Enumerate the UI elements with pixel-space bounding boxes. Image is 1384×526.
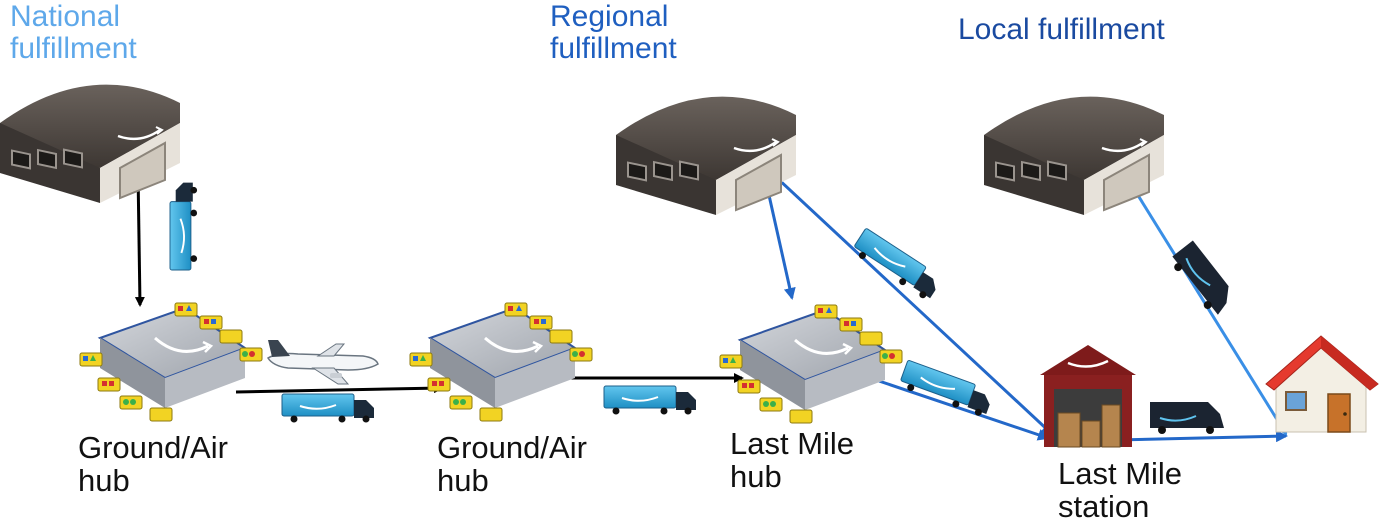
delivery-van-icon [1149,401,1225,435]
house-icon [1265,335,1379,433]
national-warehouse-icon [0,83,182,205]
trailer-truck-icon-1 [281,393,375,424]
edge-lastmilehub-to-station [875,378,1050,441]
ground-air-hub-2-icon [408,301,594,423]
edge-national-to-hub1 [134,171,145,307]
tier-label-national: National fulfillment [10,0,137,65]
airplane-icon [267,339,379,385]
node-label-ground-air-hub-2: Ground/Air hub [437,430,587,498]
last-mile-station-icon [1038,343,1138,449]
node-label-last-mile-station: Last Mile station [1058,456,1183,524]
vertical-trailer-truck-icon [169,181,199,271]
last-mile-hub-icon [718,303,904,425]
diagonal-van-icon [1166,239,1240,320]
ground-air-hub-1-icon [78,301,264,423]
local-warehouse-icon [982,95,1166,217]
tier-label-local: Local fulfillment [958,13,1165,46]
tier-label-regional: Regional fulfillment [550,0,677,65]
node-label-ground-air-hub-1: Ground/Air hub [78,430,228,498]
edge-regional-to-station [760,162,1054,436]
edge-station-to-house [1115,430,1288,443]
regional-warehouse-icon [614,95,798,217]
trailer-truck-icon-2 [603,385,697,416]
edge-hub1-to-hub2 [235,383,444,394]
node-label-last-mile-hub: Last Mile hub [730,426,855,494]
